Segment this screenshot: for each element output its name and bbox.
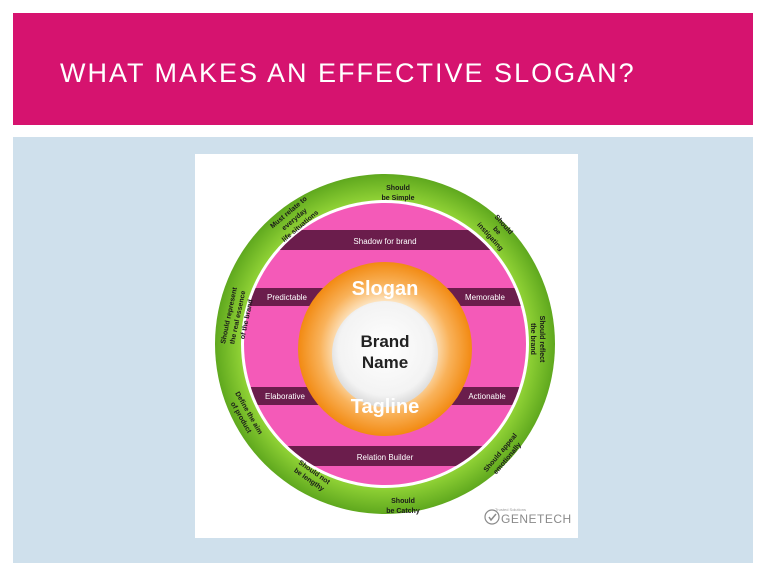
label-elaborative: Elaborative [265, 392, 306, 401]
band-relation [244, 446, 526, 466]
center-circle [332, 301, 438, 407]
outer-instigating-2: be [491, 226, 502, 237]
center-name: Name [362, 353, 408, 372]
label-shadow: Shadow for brand [353, 237, 416, 246]
center-brand: Brand [360, 332, 409, 351]
label-actionable: Actionable [468, 392, 506, 401]
label-memorable: Memorable [465, 293, 506, 302]
outer-simple-2: be Simple [381, 195, 414, 202]
band-shadow [244, 230, 526, 250]
title-bar [13, 13, 753, 125]
outer-reflect-2: the brand [529, 323, 536, 355]
slide-title: WHAT MAKES AN EFFECTIVE SLOGAN? [60, 58, 636, 88]
outer-catchy-2: be Catchy [386, 508, 420, 515]
logo-tagline: Trusted Solutions [495, 507, 526, 512]
label-slogan: Slogan [352, 278, 419, 300]
outer-catchy-1: Should [391, 498, 415, 505]
diagram-svg: Shadow for brand Predictable Memorable E… [215, 174, 572, 526]
label-relation: Relation Builder [357, 453, 414, 462]
outer-simple-1: Should [386, 185, 410, 192]
outer-reflect-1: Should reflect [538, 316, 545, 363]
pink-band-layer [244, 203, 526, 485]
logo-name: GENETECH [501, 512, 572, 526]
slogan-diagram: Shadow for brand Predictable Memorable E… [195, 154, 578, 538]
genetech-logo: Trusted Solutions GENETECH [484, 507, 572, 526]
label-tagline: Tagline [351, 396, 420, 418]
logo-mark-icon [484, 509, 500, 525]
label-predictable: Predictable [267, 293, 308, 302]
